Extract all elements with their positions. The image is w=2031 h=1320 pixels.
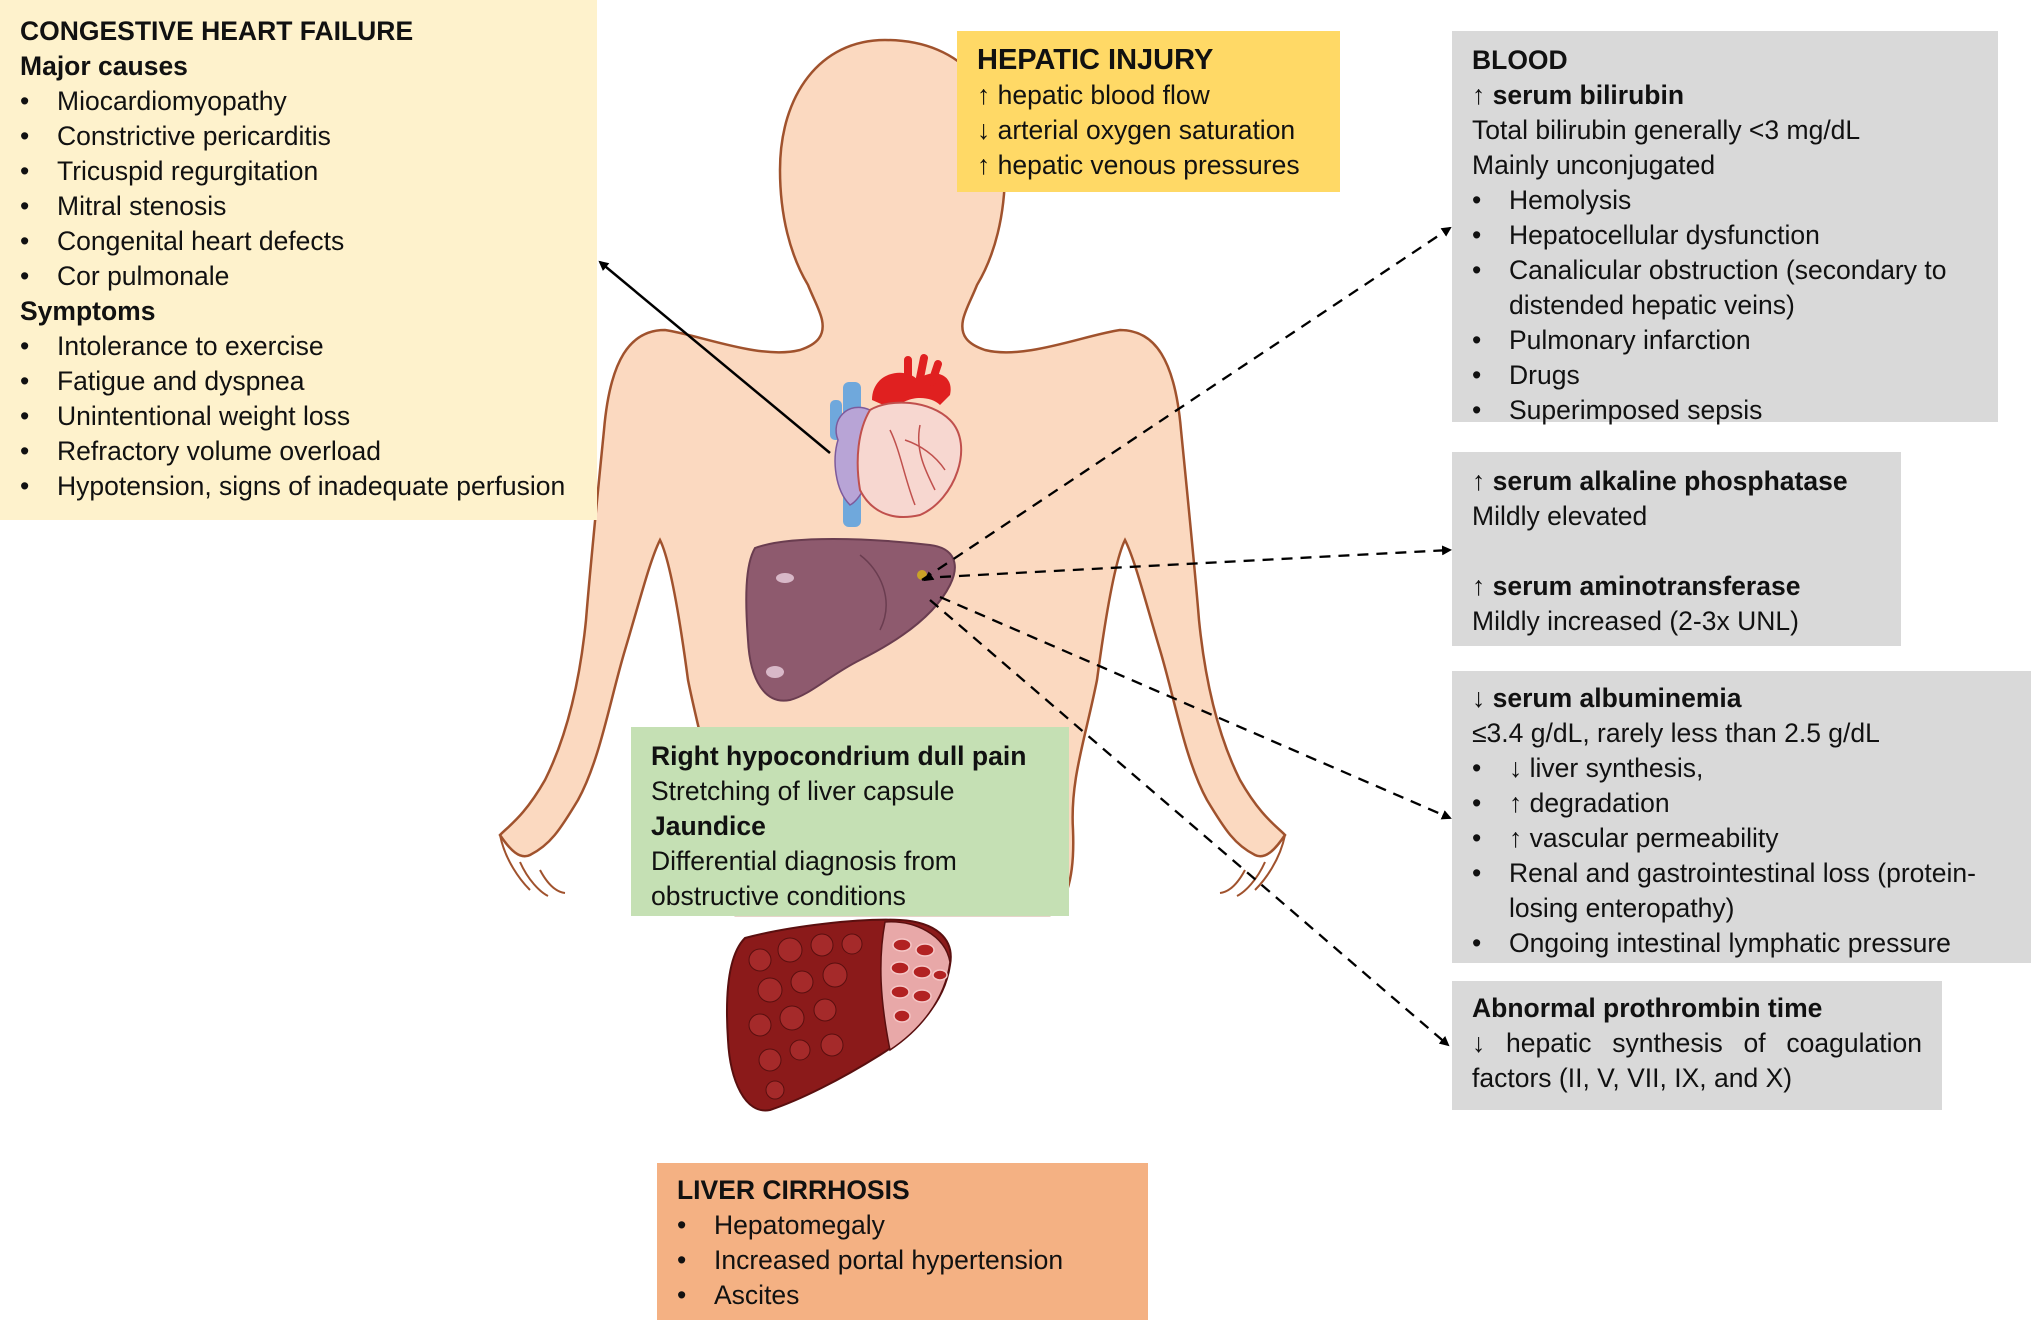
list-item: Hypotension, signs of inadequate perfusi… bbox=[20, 469, 577, 504]
hepatic-injury-line: ↑ hepatic blood flow bbox=[977, 80, 1210, 110]
chf-symptoms-heading: Symptoms bbox=[20, 296, 156, 326]
list-item: Constrictive pericarditis bbox=[20, 119, 577, 154]
list-item: Unintentional weight loss bbox=[20, 399, 577, 434]
list-item: ↑ degradation bbox=[1472, 786, 2011, 821]
albuminemia-line: ≤3.4 g/dL, rarely less than 2.5 g/dL bbox=[1472, 718, 1880, 748]
list-item: Hepatocellular dysfunction bbox=[1472, 218, 1978, 253]
chf-symptoms-list: Intolerance to exercise Fatigue and dysp… bbox=[20, 329, 577, 504]
alkaline-phosphatase-text: Mildly elevated bbox=[1472, 501, 1648, 531]
list-item: Hepatomegaly bbox=[677, 1208, 1128, 1243]
albumin-box: ↓ serum albuminemia ≤3.4 g/dL, rarely le… bbox=[1452, 671, 2031, 963]
liver-cirrhosis-box: LIVER CIRRHOSIS Hepatomegaly Increased p… bbox=[657, 1163, 1148, 1320]
list-item: Ascites bbox=[677, 1278, 1128, 1313]
albuminemia-causes-list: ↓ liver synthesis, ↑ degradation ↑ vascu… bbox=[1472, 751, 2011, 961]
prothrombin-heading: Abnormal prothrombin time bbox=[1472, 993, 1823, 1023]
chf-box: CONGESTIVE HEART FAILURE Major causes Mi… bbox=[0, 0, 597, 520]
albuminemia-heading: ↓ serum albuminemia bbox=[1472, 683, 1742, 713]
hepatic-injury-box: HEPATIC INJURY ↑ hepatic blood flow ↓ ar… bbox=[957, 31, 1340, 192]
prothrombin-text: ↓ hepatic synthesis of coagulation facto… bbox=[1472, 1028, 1922, 1093]
arrow-heart-to-chf bbox=[598, 260, 831, 454]
prothrombin-box: Abnormal prothrombin time ↓ hepatic synt… bbox=[1452, 981, 1942, 1110]
cirrhotic-liver-illustration bbox=[726, 918, 952, 1112]
list-item: Renal and gastrointestinal loss (protein… bbox=[1472, 856, 2011, 926]
hepatic-injury-line: ↑ hepatic venous pressures bbox=[977, 150, 1300, 180]
list-item: Pulmonary infarction bbox=[1472, 323, 1978, 358]
enzymes-box: ↑ serum alkaline phosphatase Mildly elev… bbox=[1452, 452, 1901, 646]
right-hand bbox=[1219, 834, 1286, 897]
hepatic-injury-line: ↓ arterial oxygen saturation bbox=[977, 115, 1296, 145]
alkaline-phosphatase-heading: ↑ serum alkaline phosphatase bbox=[1472, 466, 1848, 496]
bilirubin-line: Total bilirubin generally <3 mg/dL bbox=[1472, 115, 1861, 145]
cirrhosis-list: Hepatomegaly Increased portal hypertensi… bbox=[677, 1208, 1128, 1313]
list-item: ↓ liver synthesis, bbox=[1472, 751, 2011, 786]
jaundice-heading: Jaundice bbox=[651, 811, 766, 841]
list-item: Refractory volume overload bbox=[20, 434, 577, 469]
chf-causes-list: Miocardiomyopathy Constrictive pericardi… bbox=[20, 84, 577, 294]
list-item: Mitral stenosis bbox=[20, 189, 577, 224]
list-item: Superimposed sepsis bbox=[1472, 393, 1978, 428]
list-item: ↑ vascular permeability bbox=[1472, 821, 2011, 856]
arrow-liver-to-enzymes bbox=[939, 545, 1452, 579]
left-hand bbox=[499, 834, 566, 897]
list-item: Intolerance to exercise bbox=[20, 329, 577, 364]
aminotransferase-text: Mildly increased (2-3x UNL) bbox=[1472, 606, 1799, 636]
chf-title: CONGESTIVE HEART FAILURE bbox=[20, 16, 414, 46]
list-item: Congenital heart defects bbox=[20, 224, 577, 259]
jaundice-text: Differential diagnosis from obstructive … bbox=[651, 846, 957, 911]
blood-title: BLOOD bbox=[1472, 45, 1568, 75]
pain-heading: Right hypocondrium dull pain bbox=[651, 741, 1027, 771]
arrow-liver-to-blood bbox=[921, 226, 1452, 581]
hepatic-injury-title: HEPATIC INJURY bbox=[977, 44, 1214, 76]
list-item: Tricuspid regurgitation bbox=[20, 154, 577, 189]
list-item: Increased portal hypertension bbox=[677, 1243, 1128, 1278]
bilirubin-line: Mainly unconjugated bbox=[1472, 150, 1716, 180]
list-item: Canalicular obstruction (secondary to di… bbox=[1472, 253, 1978, 323]
list-item: Ongoing intestinal lymphatic pressure bbox=[1472, 926, 2011, 961]
blood-box: BLOOD ↑ serum bilirubin Total bilirubin … bbox=[1452, 31, 1998, 428]
cirrhosis-title: LIVER CIRRHOSIS bbox=[677, 1175, 910, 1205]
liver-illustration bbox=[745, 538, 956, 702]
heart-illustration bbox=[830, 354, 963, 527]
aminotransferase-heading: ↑ serum aminotransferase bbox=[1472, 571, 1801, 601]
list-item: Drugs bbox=[1472, 358, 1978, 393]
bilirubin-heading: ↑ serum bilirubin bbox=[1472, 80, 1685, 110]
bilirubin-causes-list: Hemolysis Hepatocellular dysfunction Can… bbox=[1472, 183, 1978, 428]
arrow-liver-to-albumin bbox=[939, 595, 1452, 820]
list-item: Cor pulmonale bbox=[20, 259, 577, 294]
right-hypocondrium-box: Right hypocondrium dull pain Stretching … bbox=[631, 727, 1069, 916]
chf-causes-heading: Major causes bbox=[20, 51, 188, 81]
list-item: Hemolysis bbox=[1472, 183, 1978, 218]
list-item: Miocardiomyopathy bbox=[20, 84, 577, 119]
list-item: Fatigue and dyspnea bbox=[20, 364, 577, 399]
pain-text: Stretching of liver capsule bbox=[651, 776, 955, 806]
